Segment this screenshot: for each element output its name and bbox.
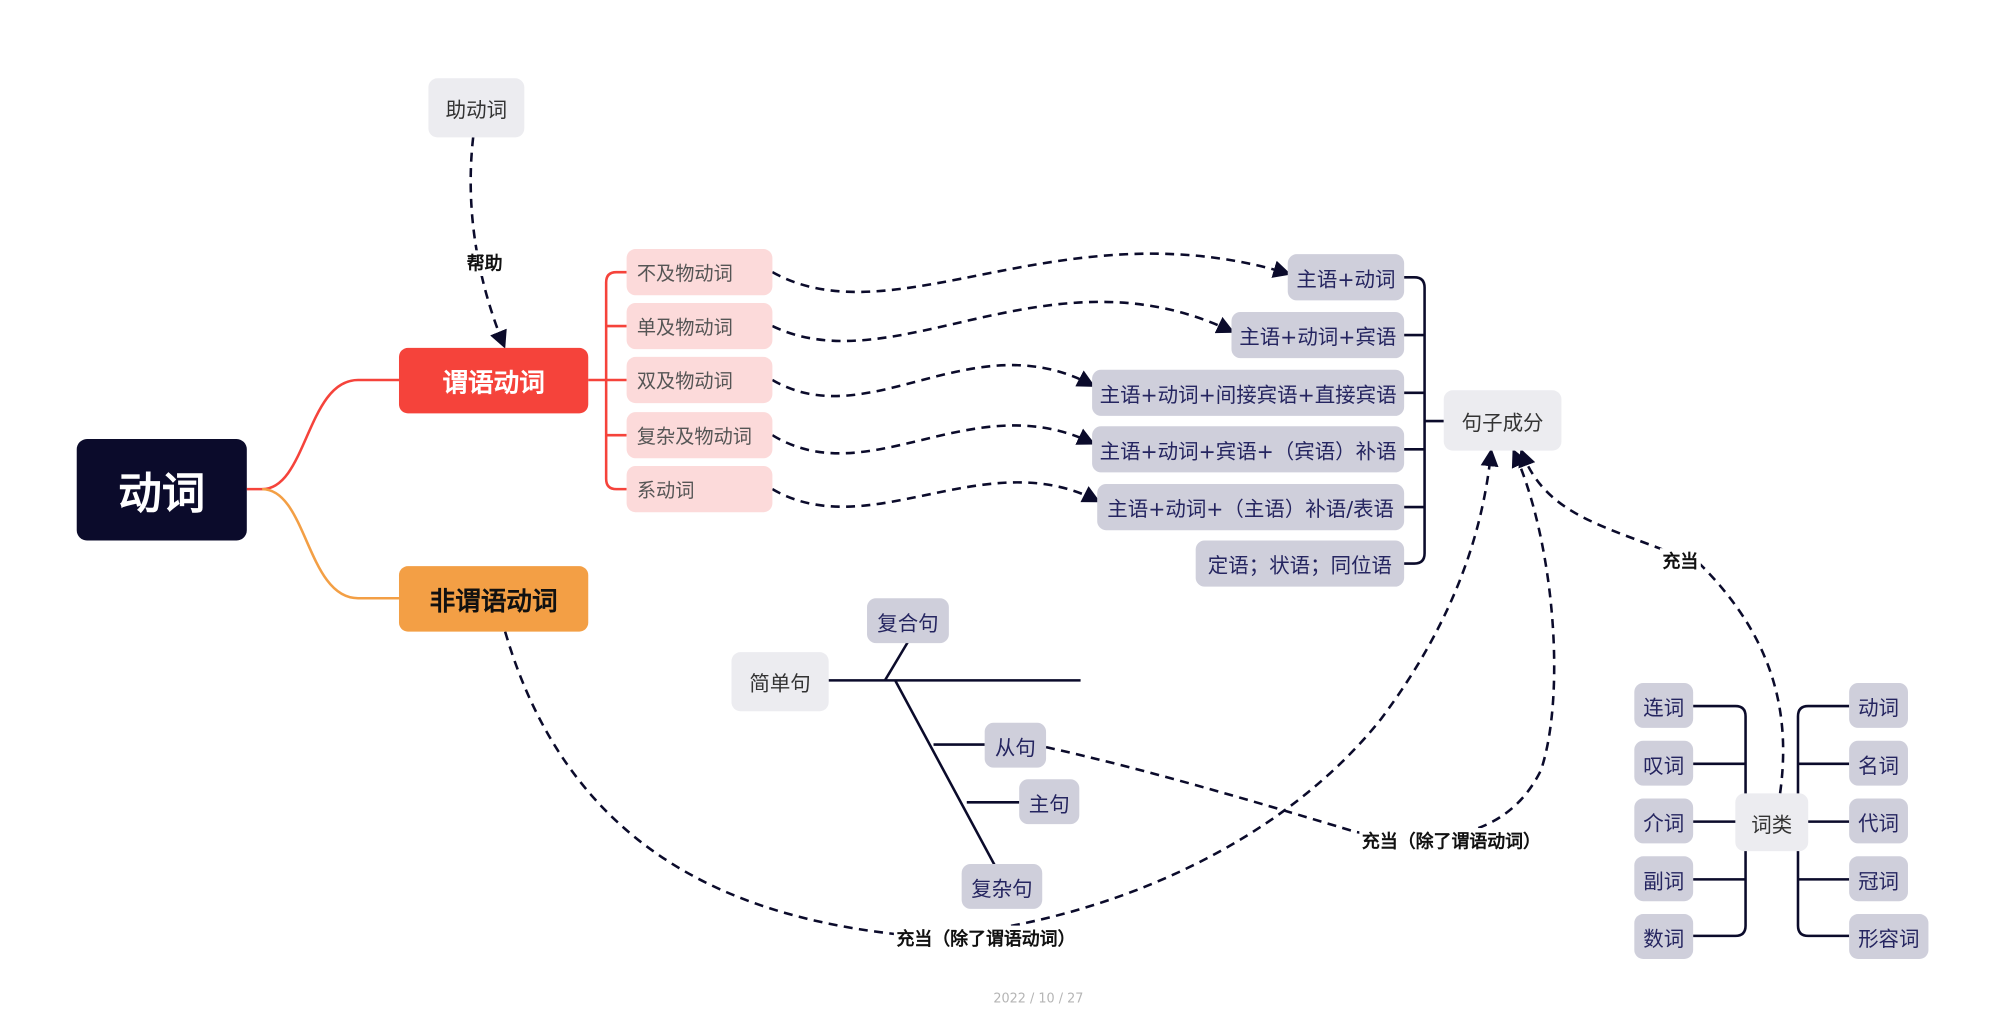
word-class-node[interactable]: 词类 [1735,793,1809,852]
pattern-svo[interactable]: 主语+动词+宾语 [1231,311,1405,359]
complex-transitive-arrow [771,424,1096,455]
predicate-type-linking[interactable]: 系动词 [626,466,773,513]
predicate-type-monotransitive[interactable]: 单及物动词 [626,302,773,350]
root-node-verb[interactable]: 动词 [76,439,247,541]
predicate-type-intransitive[interactable]: 不及物动词 [626,249,773,296]
serve-as-except-predicate-label-right: 充当（除了谓语动词） [1359,828,1544,854]
main-clause-node[interactable]: 主句 [1019,779,1080,825]
word-class-conjunction[interactable]: 连词 [1634,682,1694,728]
word-class-pronoun[interactable]: 代词 [1849,798,1908,844]
monotransitive-arrow [771,300,1235,343]
complex-sentence-node[interactable]: 复杂句 [961,863,1043,909]
serve-as-label: 充当 [1659,548,1701,574]
word-class-interjection[interactable]: 叹词 [1634,740,1694,786]
help-label: 帮助 [464,250,506,277]
pattern-svc[interactable]: 主语+动词+（主语）补语/表语 [1097,483,1405,531]
root-to-predicate-line [246,378,399,491]
word-class-verb[interactable]: 动词 [1849,682,1908,728]
word-class-adjective[interactable]: 形容词 [1849,914,1929,959]
compound-sentence-node[interactable]: 复合句 [867,598,949,644]
non-predicate-verb-node[interactable]: 非谓语动词 [398,566,589,632]
date-label: 2022 / 10 / 27 [993,992,1084,1007]
pattern-sv[interactable]: 主语+动词 [1287,254,1405,301]
auxiliary-verb-node[interactable]: 助动词 [428,78,525,138]
predicate-type-complex-transitive[interactable]: 复杂及物动词 [626,412,773,459]
aux-help-arrow [469,137,507,349]
pattern-modifiers[interactable]: 定语；状语；同位语 [1195,540,1405,587]
ditransitive-arrow [771,363,1096,398]
sentence-structure-lines [828,641,1081,871]
clause-node[interactable]: 从句 [984,722,1047,768]
word-class-numeral[interactable]: 数词 [1634,914,1694,959]
predicate-verb-node[interactable]: 谓语动词 [398,347,589,414]
simple-sentence-node[interactable]: 简单句 [731,652,829,712]
word-class-adverb[interactable]: 副词 [1634,856,1694,902]
root-to-nonpredicate-line [262,487,399,600]
dashed-arrows [469,137,1785,939]
intransitive-arrow [771,252,1292,294]
predicate-types-bracket [588,270,627,491]
word-class-noun[interactable]: 名词 [1849,740,1908,786]
linking-verb-arrow [771,481,1101,508]
predicate-type-ditransitive[interactable]: 双及物动词 [626,356,773,404]
word-class-article[interactable]: 冠词 [1849,856,1908,902]
word-class-preposition[interactable]: 介词 [1634,798,1694,844]
sentence-components-node[interactable]: 句子成分 [1443,390,1562,451]
pattern-svoc[interactable]: 主语+动词+宾语+（宾语）补语 [1092,426,1405,473]
pattern-svoo[interactable]: 主语+动词+间接宾语+直接宾语 [1092,369,1405,416]
patterns-bracket [1404,276,1444,565]
serve-as-except-predicate-label-bottom: 充当（除了谓语动词） [893,925,1079,952]
wordclass-serve-arrow [1518,448,1785,794]
